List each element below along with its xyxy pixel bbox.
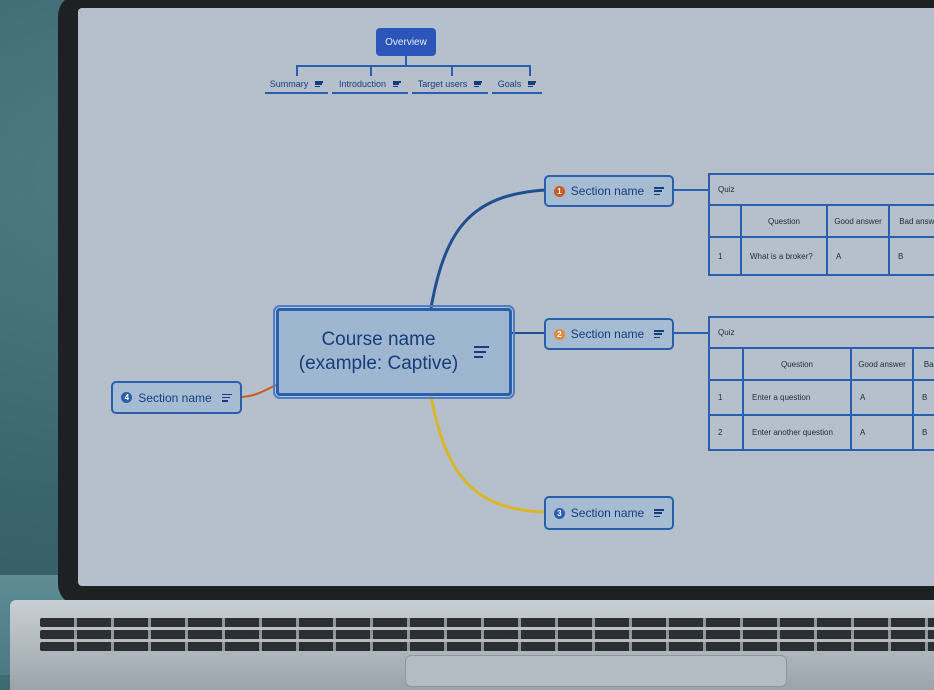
notes-icon — [474, 346, 490, 358]
section-node-2[interactable]: 2 Section name — [544, 318, 674, 350]
quiz-cell[interactable]: B — [887, 236, 934, 276]
subtopic-target-users[interactable]: Target users — [412, 76, 488, 94]
central-topic-text: Course name (example: Captive) — [299, 328, 458, 376]
quiz-header-cell: Good answer — [850, 347, 914, 381]
quiz-header-cell: Question — [742, 347, 852, 381]
section-label: Section name — [570, 184, 645, 198]
section-number-badge: 3 — [553, 507, 565, 519]
quiz-header-cell: Bad answe — [887, 204, 934, 238]
notes-icon — [474, 81, 483, 87]
central-topic-line1: Course name — [321, 329, 436, 350]
table-row: 2 Enter another question A B — [708, 414, 934, 451]
subtopic-summary[interactable]: Summary — [265, 76, 328, 94]
quiz-cell[interactable]: Enter a question — [742, 379, 852, 416]
subtopic-goals[interactable]: Goals — [492, 76, 542, 94]
keyboard-row — [40, 630, 934, 639]
subtopic-introduction[interactable]: Introduction — [332, 76, 408, 94]
section-node-1[interactable]: 1 Section name — [544, 175, 674, 207]
section-node-4[interactable]: 4 Section name — [111, 381, 242, 414]
quiz-title: Quiz — [707, 316, 934, 349]
quiz-cell[interactable]: A — [850, 379, 914, 416]
central-topic-line2: (example: Captive) — [298, 353, 459, 374]
notes-icon — [528, 81, 537, 87]
quiz-header-cell — [708, 204, 742, 238]
notes-icon — [654, 330, 665, 338]
quiz-header-cell: Good answer — [826, 204, 890, 238]
notes-icon — [393, 81, 402, 87]
table-row: 1 Enter a question A B — [708, 379, 934, 416]
quiz-table-2[interactable]: Quiz Question Good answer Bad 1 Enter a … — [707, 316, 934, 451]
quiz-cell[interactable]: B — [911, 379, 934, 416]
table-row: 1 What is a broker? A B — [708, 236, 934, 276]
notes-icon — [654, 187, 665, 195]
quiz-cell[interactable]: 1 — [708, 236, 742, 276]
branch-section-1 — [429, 188, 546, 309]
subtopic-label: Introduction — [338, 79, 387, 89]
notes-icon — [221, 393, 232, 402]
section-label: Section name — [138, 390, 212, 405]
mindmap-canvas[interactable] — [78, 8, 934, 586]
central-topic[interactable]: Course name (example: Captive) — [273, 305, 515, 399]
overview-node[interactable]: Overview — [376, 28, 436, 56]
keyboard-row — [40, 618, 934, 627]
subtopic-label: Target users — [417, 79, 468, 89]
section-label: Section name — [570, 327, 645, 341]
quiz-cell[interactable]: A — [826, 236, 890, 276]
quiz-header-cell: Question — [740, 204, 828, 238]
keyboard-row — [40, 642, 934, 651]
quiz-cell[interactable]: Enter another question — [742, 414, 852, 451]
quiz-cell[interactable]: 1 — [708, 379, 744, 416]
section-number-badge: 4 — [121, 392, 133, 403]
overview-label: Overview — [385, 36, 427, 48]
subtopic-label: Summary — [269, 79, 309, 89]
section-label: Section name — [570, 506, 645, 520]
section-number-badge: 1 — [553, 185, 565, 197]
overview-connector — [296, 56, 531, 76]
quiz-cell[interactable]: 2 — [708, 414, 744, 451]
branch-section-4 — [241, 384, 277, 398]
quiz-header-cell — [708, 347, 744, 381]
subtopic-label: Goals — [497, 79, 522, 89]
quiz-cell[interactable]: A — [850, 414, 914, 451]
notes-icon — [654, 509, 665, 517]
section-number-badge: 2 — [553, 328, 565, 340]
branch-section-3 — [429, 395, 546, 514]
quiz-cell[interactable]: B — [911, 414, 934, 451]
quiz-title: Quiz — [707, 173, 934, 206]
section-node-3[interactable]: 3 Section name — [544, 496, 674, 530]
quiz-cell[interactable]: What is a broker? — [740, 236, 828, 276]
quiz-table-1[interactable]: Quiz Question Good answer Bad answe 1 Wh… — [707, 173, 934, 276]
notes-icon — [315, 81, 324, 87]
quiz-header-cell: Bad — [911, 347, 934, 381]
mindmap-connectors — [241, 56, 709, 514]
